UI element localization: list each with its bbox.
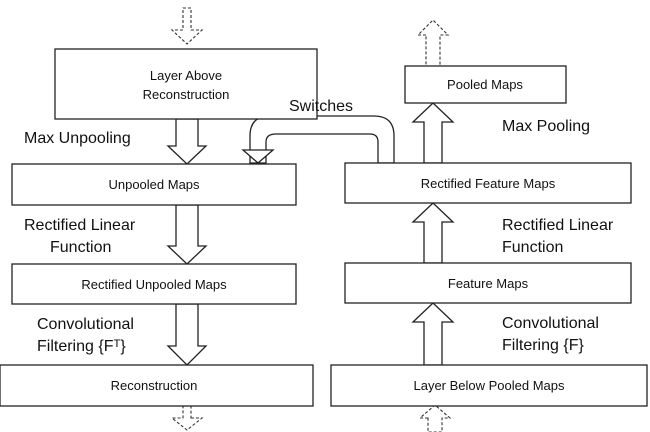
box-feature-maps: Feature Maps xyxy=(344,262,632,304)
dashed-arrow-bottom-left xyxy=(170,405,204,431)
box-rectified-feature-maps-label: Rectified Feature Maps xyxy=(421,176,556,191)
label-switches: Switches xyxy=(289,98,353,115)
box-unpooled-maps: Unpooled Maps xyxy=(11,163,297,206)
box-reconstruction-label: Reconstruction xyxy=(111,378,198,393)
box-layer-above-line2: Reconstruction xyxy=(143,87,230,102)
box-rectified-feature-maps: Rectified Feature Maps xyxy=(344,162,632,204)
label-max-unpooling: Max Unpooling xyxy=(24,130,131,147)
switches-connector xyxy=(249,115,395,164)
label-rectified-linear-right-line2: Function xyxy=(502,239,563,256)
box-layer-above-reconstruction: Layer Above Reconstruction xyxy=(54,48,318,120)
box-pooled-maps: Pooled Maps xyxy=(404,65,567,104)
arrow-rectify-right xyxy=(411,202,455,264)
switches-arrowhead xyxy=(241,149,275,164)
arrow-convolution-left xyxy=(166,303,208,366)
box-reconstruction: Reconstruction xyxy=(0,364,314,407)
label-max-pooling: Max Pooling xyxy=(502,118,590,135)
label-convolutional-left-line2: Filtering {Fᵀ} xyxy=(37,338,126,355)
arrow-max-unpooling xyxy=(166,118,208,165)
arrow-rectify-left xyxy=(166,204,208,265)
label-rectified-linear-right-line1: Rectified Linear xyxy=(502,217,614,234)
label-convolutional-right-line2: Filtering {F} xyxy=(502,337,584,354)
box-layer-below-pooled-maps: Layer Below Pooled Maps xyxy=(330,364,648,407)
label-convolutional-left-line1: Convolutional xyxy=(37,316,134,333)
arrow-convolution-right xyxy=(411,302,455,366)
label-rectified-linear-left-line2: Function xyxy=(50,239,111,256)
dashed-arrow-top-right xyxy=(416,19,450,67)
box-pooled-maps-label: Pooled Maps xyxy=(447,77,523,92)
box-feature-maps-label: Feature Maps xyxy=(448,276,529,291)
box-rectified-unpooled-maps-label: Rectified Unpooled Maps xyxy=(81,277,227,292)
dashed-arrow-bottom-right xyxy=(418,404,452,432)
box-rectified-unpooled-maps: Rectified Unpooled Maps xyxy=(11,263,297,305)
arrow-max-pooling xyxy=(411,102,455,164)
dashed-arrow-top-left xyxy=(170,7,204,45)
box-layer-below-pooled-maps-label: Layer Below Pooled Maps xyxy=(413,378,565,393)
label-rectified-linear-left-line1: Rectified Linear xyxy=(24,217,136,234)
box-unpooled-maps-label: Unpooled Maps xyxy=(108,177,200,192)
box-layer-above-line1: Layer Above xyxy=(150,68,222,83)
label-convolutional-right-line1: Convolutional xyxy=(502,315,599,332)
